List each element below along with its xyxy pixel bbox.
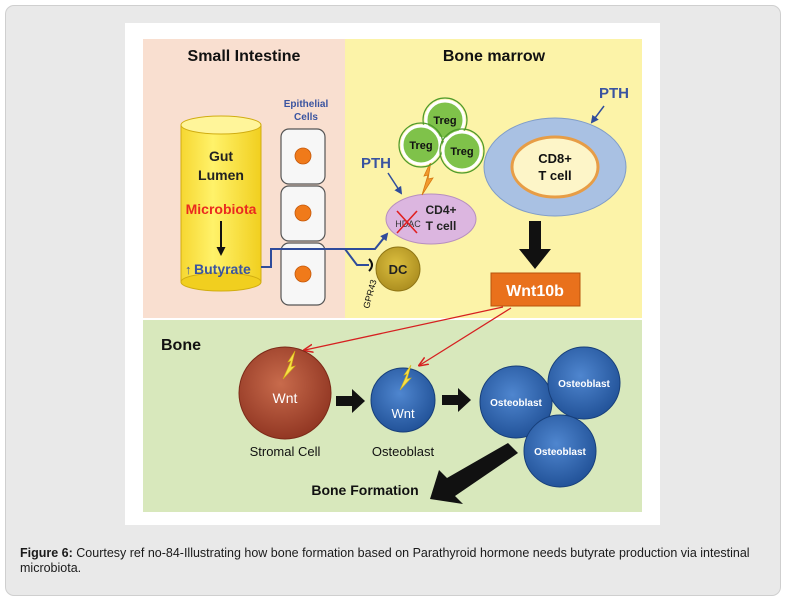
osteoblast-label-2: Osteoblast xyxy=(558,379,610,390)
caption-text: Courtesy ref no-84-Illustrating how bone… xyxy=(20,546,750,575)
to-bone-formation-arrow xyxy=(430,443,518,504)
bone-title: Bone xyxy=(161,337,201,354)
osteoblast-label: Osteoblast xyxy=(372,444,435,459)
dc-cell xyxy=(375,246,421,292)
stromal-spark-icon xyxy=(282,350,296,380)
osteoblast-cell-3 xyxy=(523,414,597,488)
treg-label-1: Treg xyxy=(433,115,456,127)
cd4-label: CD4+ xyxy=(425,203,456,217)
epithelial-label: Epithelial xyxy=(284,99,329,110)
t-cell-label: T cell xyxy=(426,219,457,233)
cd8-label: CD8+ xyxy=(538,151,572,166)
osteoblast-label-3: Osteoblast xyxy=(534,447,586,458)
stromal-wnt-label: Wnt xyxy=(273,390,298,406)
wnt10b-label: Wnt10b xyxy=(506,283,564,300)
bone-formation-label: Bone Formation xyxy=(311,482,418,498)
osteoblast-cell-2 xyxy=(547,346,621,420)
pth-to-cd4-arrow xyxy=(387,172,403,195)
butyrate-to-dc-line xyxy=(344,248,369,266)
pth-right-label: PTH xyxy=(599,85,629,102)
osteoblast-spark-icon xyxy=(399,364,412,391)
wnt10b-to-stromal-arrow xyxy=(305,306,504,350)
small-intestine-title: Small Intestine xyxy=(188,48,301,65)
stromal-to-osteoblast-arrow xyxy=(336,389,365,413)
gpr43-receptor-icon xyxy=(368,258,373,272)
stromal-cell xyxy=(238,346,332,440)
figure-caption: Figure 6: Courtesy ref no-84-Illustratin… xyxy=(20,546,768,576)
butyrate-label: Butyrate xyxy=(194,261,251,277)
wnt-osteoblast-cell xyxy=(370,367,436,433)
osteoblast-label-1: Osteoblast xyxy=(490,398,542,409)
bone-marrow-title: Bone marrow xyxy=(443,48,546,65)
lumen-label: Lumen xyxy=(198,167,244,183)
cd8-nucleus xyxy=(510,135,600,199)
treg-label-2: Treg xyxy=(409,140,432,152)
pth-to-cd8-arrow xyxy=(590,105,605,124)
hdac-inhibited-cross-icon xyxy=(396,210,418,234)
pth-left-label: PTH xyxy=(361,155,391,172)
caption-figure-number: Figure 6: xyxy=(20,546,73,560)
dc-label: DC xyxy=(389,262,408,277)
cells-label: Cells xyxy=(294,112,318,123)
cd4-t-cell xyxy=(385,193,477,245)
butyrate-to-cd4-arrow xyxy=(261,232,389,268)
microbiota-label: Microbiota xyxy=(186,201,257,217)
wnt10b-box xyxy=(490,272,581,307)
treg-cluster xyxy=(398,97,485,174)
osteoblast-cell-1 xyxy=(479,365,553,439)
diagram-figure: Small Intestine Bone marrow Bone Gut Lum… xyxy=(125,23,660,525)
wnt10b-to-osteoblast-arrow xyxy=(420,307,512,365)
diagram-canvas: Small Intestine Bone marrow Bone Gut Lum… xyxy=(143,39,642,512)
gut-lumen-cylinder xyxy=(180,115,262,292)
osteoblast-to-mature-arrow xyxy=(442,388,471,412)
treg-label-3: Treg xyxy=(450,146,473,158)
cd8-to-wnt10b-arrow xyxy=(519,221,551,269)
cd8-t-cell-label: T cell xyxy=(538,168,571,183)
butyrate-up-arrow: ↑ xyxy=(185,262,192,277)
epithelial-cell-stack xyxy=(280,128,326,306)
osteoblast-wnt-label: Wnt xyxy=(391,406,415,421)
stromal-cell-label: Stromal Cell xyxy=(250,444,321,459)
gut-label: Gut xyxy=(209,148,233,164)
